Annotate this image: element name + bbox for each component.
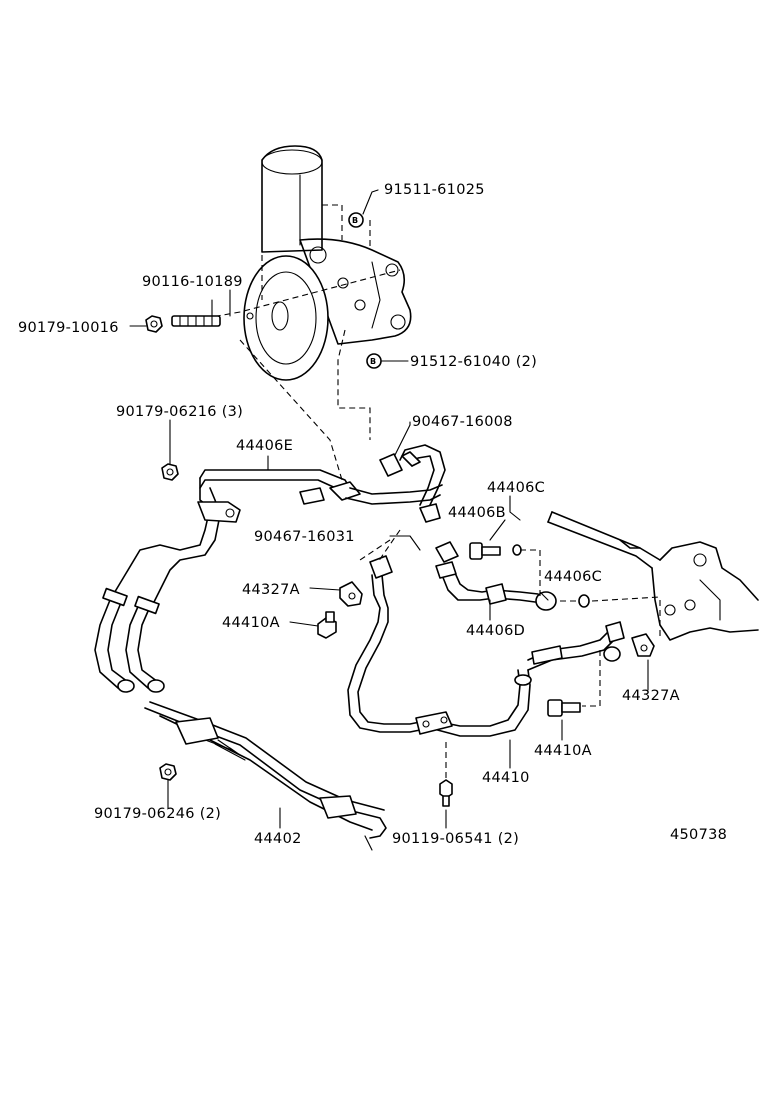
- bolt-marker-lower: B: [366, 353, 382, 369]
- hose-44406d: [435, 541, 557, 611]
- svg-text:B: B: [352, 216, 358, 225]
- label-44406d: 44406D: [466, 623, 525, 639]
- label-90467-16031: 90467-16031: [254, 529, 355, 545]
- bolt-90119: [439, 742, 453, 829]
- label-91511-61025: 91511-61025: [384, 182, 485, 198]
- label-90467-16008: 90467-16008: [412, 414, 513, 430]
- label-44410a-lower: 44410A: [534, 743, 592, 759]
- union-bolt-44406b: [469, 542, 522, 560]
- tube-clamp-left: [197, 501, 241, 523]
- washer-44406c-lower: [578, 594, 590, 608]
- label-44327a-lower: 44327A: [622, 688, 680, 704]
- clamp-44327a-lower: [631, 633, 655, 657]
- label-44410a-upper: 44410A: [222, 615, 280, 631]
- clamp-44327a-upper: [339, 581, 363, 607]
- steering-gear-housing: [547, 511, 759, 641]
- label-91512-61040: 91512-61040 (2): [410, 354, 537, 370]
- bolt-44410a-lower: [547, 699, 581, 717]
- pressure-hose-top: [379, 424, 446, 506]
- label-44406c-upper: 44406C: [487, 480, 545, 496]
- bolt-marker-upper: B: [348, 212, 364, 228]
- label-44406c-lower: 44406C: [544, 569, 602, 585]
- diagram-number: 450738: [670, 827, 727, 843]
- return-hoses-left: [94, 587, 165, 693]
- label-44402: 44402: [254, 831, 302, 847]
- label-90179-06216: 90179-06216 (3): [116, 404, 243, 420]
- label-90119-06541: 90119-06541 (2): [392, 831, 519, 847]
- nut-cooler: [159, 763, 177, 809]
- cooler-tube-44402: [144, 701, 387, 851]
- nut-pump: [129, 315, 163, 333]
- clamp-44406c-upper: [419, 503, 441, 523]
- label-90179-10016: 90179-10016: [18, 320, 119, 336]
- label-90116-10189: 90116-10189: [142, 274, 243, 290]
- label-90179-06246: 90179-06246 (2): [94, 806, 221, 822]
- label-44410: 44410: [482, 770, 530, 786]
- power-steering-pump: [194, 145, 412, 491]
- stud-bolt: [171, 299, 221, 327]
- nut-tube: [161, 419, 179, 481]
- bolt-44410a-upper: [317, 611, 337, 639]
- clamp-44410: [415, 711, 453, 735]
- fitting-44327a-lower: [603, 646, 621, 662]
- pressure-hose-44410: [347, 555, 625, 737]
- label-44327a-upper: 44327A: [242, 582, 300, 598]
- label-44406b: 44406B: [448, 505, 506, 521]
- svg-text:B: B: [370, 357, 376, 366]
- label-44406e: 44406E: [236, 438, 293, 454]
